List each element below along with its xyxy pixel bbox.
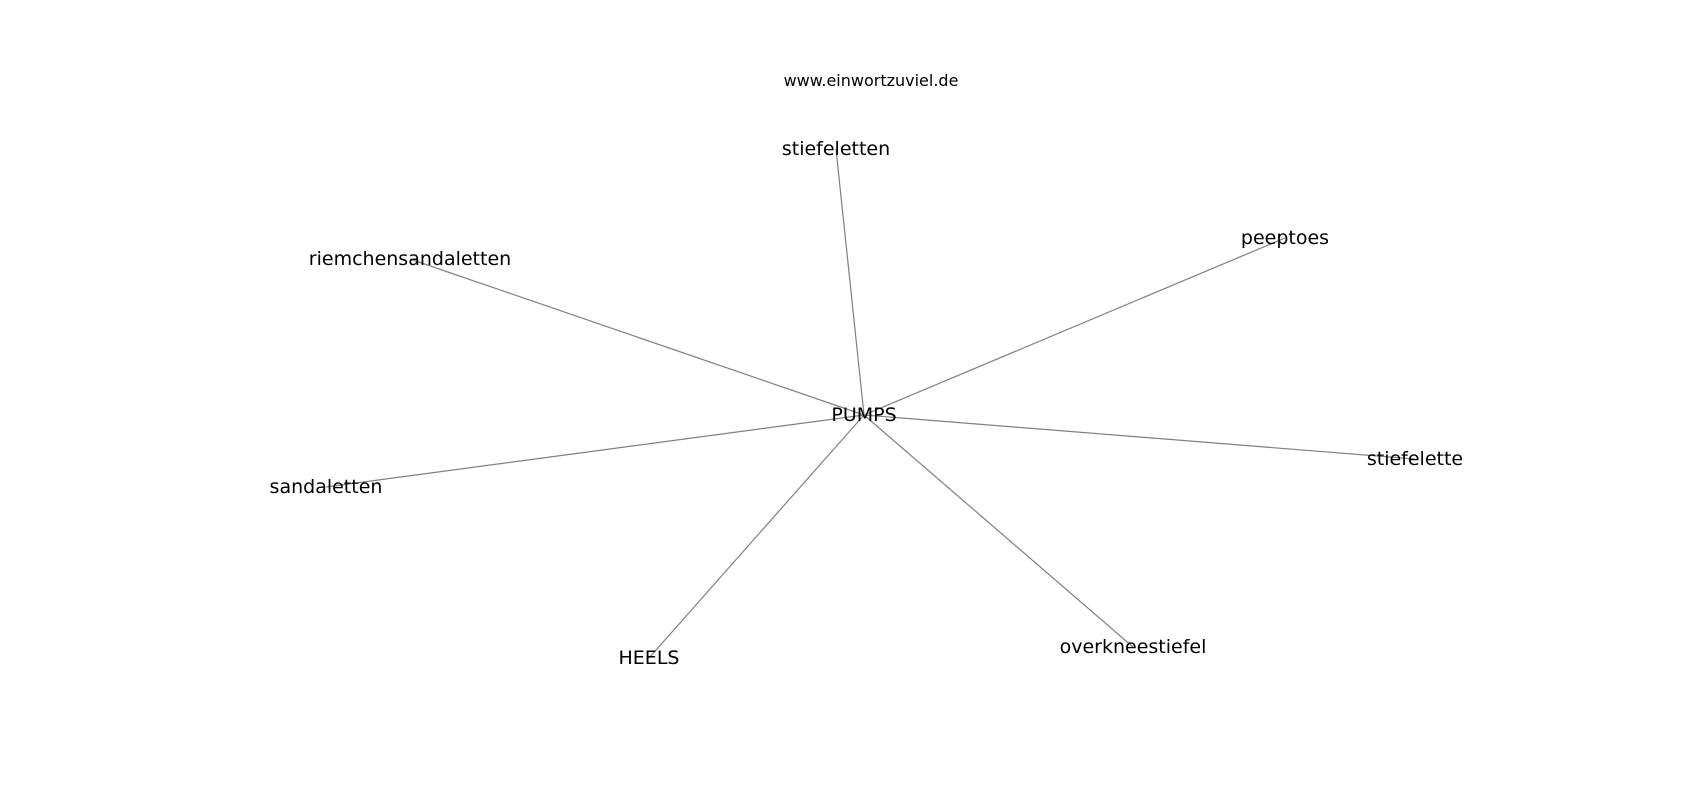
node-label-peeptoes: peeptoes — [1241, 227, 1329, 249]
labels-layer: PUMPS stiefeletten peeptoes riemchensandale… — [270, 138, 1464, 669]
watermark-url: www.einwortzuviel.de — [783, 71, 959, 90]
node-label-sandaletten: sandaletten — [270, 476, 383, 498]
edges-layer — [325, 148, 1416, 659]
edge-pumps-overkneestiefel — [863, 414, 1134, 648]
edge-pumps-riemchensandaletten — [409, 258, 865, 416]
node-label-stiefeletten: stiefeletten — [782, 138, 890, 160]
node-label-heels: HEELS — [619, 647, 680, 669]
edge-pumps-peeptoes — [863, 237, 1286, 416]
node-label-stiefelette: stiefelette — [1367, 448, 1463, 470]
edge-pumps-stiefelette — [863, 414, 1416, 460]
node-label-pumps: PUMPS — [831, 404, 896, 426]
edge-pumps-stiefeletten — [835, 148, 865, 416]
edge-pumps-heels — [648, 414, 865, 659]
edge-pumps-sandaletten — [325, 414, 865, 488]
node-label-riemchensandaletten: riemchensandaletten — [309, 248, 511, 270]
node-label-overkneestiefel: overkneestiefel — [1060, 636, 1207, 658]
